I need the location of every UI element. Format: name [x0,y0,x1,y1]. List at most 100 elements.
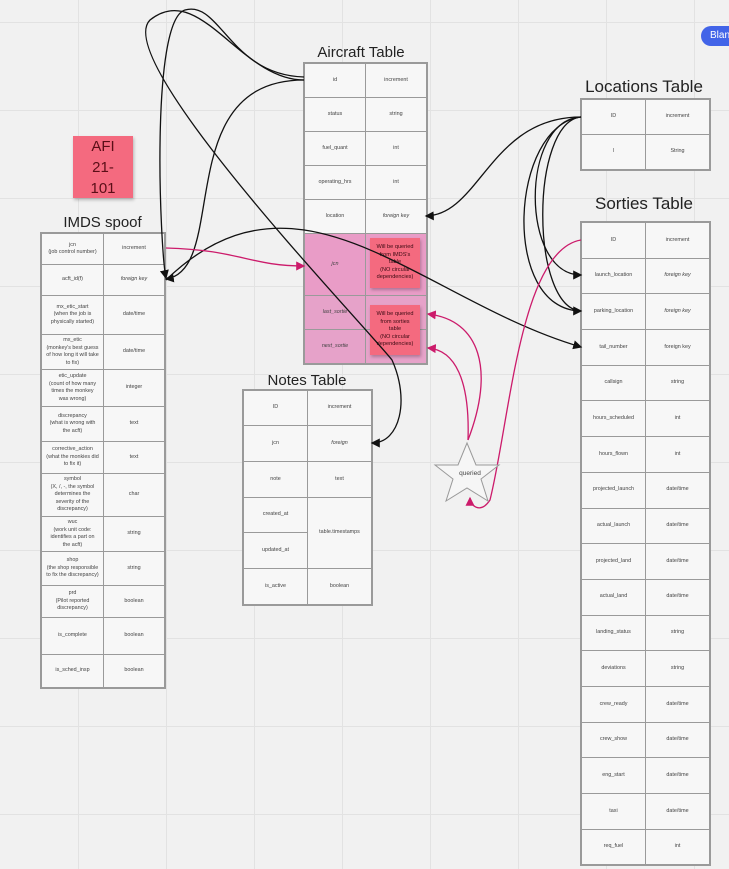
imds-row: etic_update (count of how many times the… [41,369,165,407]
field-name: projected_land [581,543,646,580]
imds-row: discrepancy (what is wrong with the acft… [41,406,165,442]
field-type: int [365,131,427,166]
aircraft-row: location foreign key [304,199,427,234]
field-name: next_sortie [304,329,366,364]
field-name: jcn (job control number) [41,233,104,265]
afi-text: AFI 21-101 [90,137,116,197]
field-name: acft_id(f) [41,264,104,296]
field-type: foreign key [645,257,710,295]
field-name: deviations [581,650,646,687]
field-type: string [645,364,710,402]
field-type: string [645,650,710,687]
field-name: is_active [243,568,308,605]
field-type: string [645,614,710,652]
field-name: l [581,134,646,170]
field-type: boolean [307,568,372,605]
field-name: status [304,97,366,132]
link-locations-to-sorties-parking-2 [542,116,582,312]
field-type: date/time [645,507,710,545]
locations-table: ID increment l String [581,99,710,170]
field-name: location [304,199,366,234]
field-name: is_sched_insp [41,654,104,688]
field-type: table.timestamps [307,497,372,569]
locations-row: ID increment [581,99,710,135]
locations-table-title: Locations Table [585,77,703,96]
field-type: foreign key [103,264,165,296]
field-name: ID [581,99,646,135]
field-type: increment [103,233,165,265]
imds-row: wuc (work unit code: identifies a part o… [41,516,165,552]
field-type: int [645,400,710,438]
link-star-to-last-sortie [426,310,482,441]
field-type: foreign key [645,293,710,331]
field-name: hours_scheduled [581,400,646,438]
imds-query-sticky-note: Will be queried from IMDS's table (NO ci… [370,238,420,288]
link-locations-to-aircraft-location [424,116,582,221]
field-name: operating_hrs [304,165,366,200]
imds-row: prd (Pilot reported discrepancy)boolean [41,585,165,618]
imds-row: mx_etic_start (when the job is physicall… [41,295,165,335]
field-name: is_complete [41,617,104,655]
field-type: text [307,461,372,498]
field-type: foreign key [365,199,427,234]
field-type: date/time [103,295,165,335]
field-name: prd (Pilot reported discrepancy) [41,585,104,618]
field-type: increment [307,390,372,426]
field-name: crew_show [581,721,646,759]
imds-row: mx_etic (monkey's best guess of how long… [41,334,165,370]
aircraft-row: fuel_quant int [304,131,427,166]
field-name: wuc (work unit code: identifies a part o… [41,516,104,552]
imds-row: acft_id(f)foreign key [41,264,165,296]
field-type: increment [645,222,710,259]
field-name: note [243,461,308,498]
field-type: int [365,165,427,200]
field-name: projected_launch [581,471,646,509]
field-name: actual_land [581,578,646,616]
field-type: string [103,516,165,552]
field-type: boolean [103,654,165,688]
blank-badge[interactable]: Blank [701,26,729,46]
field-name: landing_status [581,614,646,652]
field-type: text [103,441,165,474]
field-type: boolean [103,617,165,655]
field-name: id [304,63,366,98]
field-name: created_at [243,497,308,533]
link-imds-jcn-to-aircraft [165,247,306,271]
field-name: actual_launch [581,507,646,545]
field-name: tail_number [581,329,646,366]
link-aircraft-id-to-imds-acft [164,79,305,283]
sorties-query-sticky-note: Will be queried from sorties table (NO c… [370,305,420,355]
field-name: shop (the shop responsible to fix the di… [41,551,104,586]
aircraft-table-title: Aircraft Table [317,44,405,61]
field-name: ID [581,222,646,259]
field-type: text [103,406,165,442]
field-type: increment [365,63,427,98]
field-type: String [645,134,710,170]
field-name: ID [243,390,308,426]
field-type: date/time [645,543,710,580]
field-type: increment [645,99,710,135]
imds-row: jcn (job control number)increment [41,233,165,265]
aircraft-row: id increment [304,63,427,98]
link-sorties-id-to-star [465,239,582,509]
queried-label: queried [459,470,481,477]
field-type: boolean [103,585,165,618]
